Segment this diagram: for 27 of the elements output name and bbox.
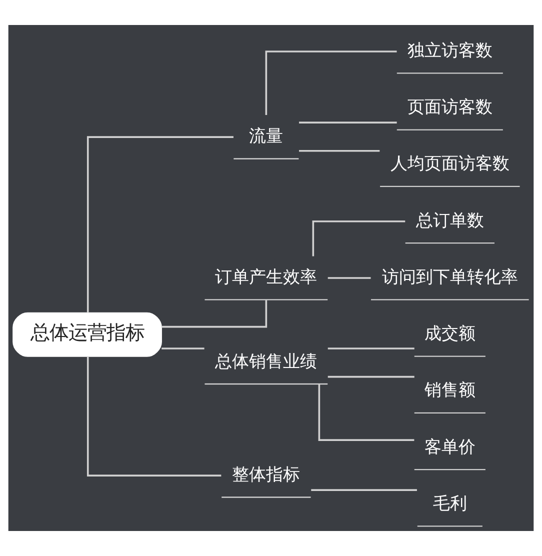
- connector: [328, 376, 414, 378]
- connector: [86, 136, 234, 313]
- node-text: 人均页面访客数: [390, 153, 510, 174]
- node-text: 总订单数: [416, 210, 484, 230]
- node-text: 成交额: [424, 323, 476, 344]
- connector: [311, 489, 417, 491]
- node-text: 毛利: [432, 492, 467, 513]
- connector: [328, 277, 371, 279]
- connector: [312, 220, 406, 256]
- connector: [162, 300, 268, 328]
- node-text: 独立访客数: [407, 40, 492, 60]
- connector: [86, 356, 222, 476]
- node-text: 总体销售业绩: [215, 350, 318, 371]
- node-text: 访问到下单转化率: [382, 266, 518, 286]
- connector: [299, 150, 380, 152]
- connector: [328, 348, 414, 350]
- connector: [299, 122, 397, 124]
- node-text: 流量: [249, 126, 284, 146]
- connector: [318, 384, 414, 441]
- connector: [265, 50, 397, 116]
- node-text: 销售额: [424, 380, 476, 400]
- node-text: 整体指标: [232, 464, 300, 484]
- node-box: 总体运营指标: [12, 312, 162, 357]
- node-text: 页面访客数: [407, 96, 492, 117]
- node-text: 客单价: [424, 436, 476, 456]
- connector: [162, 348, 204, 350]
- node-text: 订单产生效率: [215, 266, 318, 286]
